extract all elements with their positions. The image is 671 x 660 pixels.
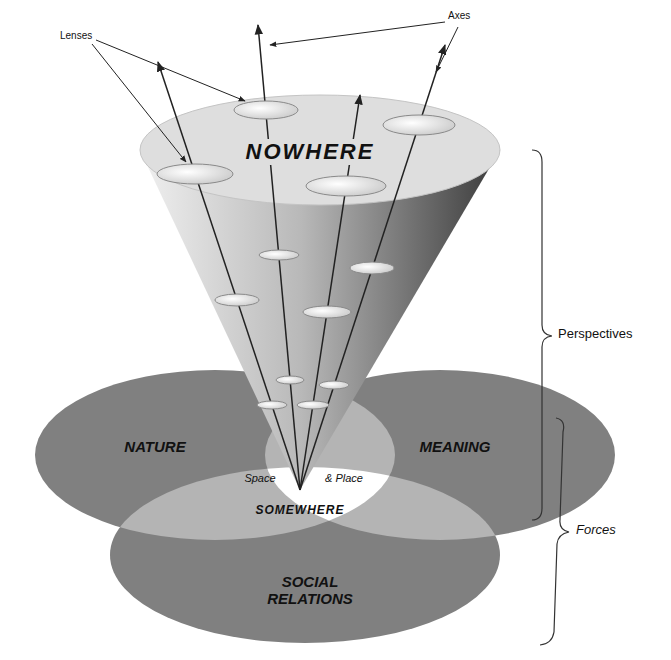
leader-line — [96, 40, 245, 101]
lens — [157, 164, 233, 184]
leader-line — [270, 22, 445, 45]
lens — [257, 401, 287, 409]
axis-line — [158, 62, 300, 490]
force-ellipse: NATURE — [80, 425, 230, 470]
leader-line — [436, 27, 458, 72]
annotation-label: Perspectives — [558, 327, 632, 342]
node-text: NATURE — [124, 438, 185, 455]
axis-line — [258, 25, 300, 490]
overlap-region — [110, 467, 500, 643]
lens — [297, 401, 329, 409]
lens — [276, 376, 304, 384]
center-region: Space & PlaceSOMEWHERE — [225, 465, 375, 525]
lens — [234, 101, 298, 119]
cone-top — [140, 95, 500, 205]
social-ellipse — [110, 467, 500, 643]
annotation-label: Axes — [448, 10, 470, 22]
center-region — [110, 467, 500, 643]
node-text: MEANING — [420, 438, 491, 455]
lens — [319, 381, 349, 389]
lens — [259, 250, 299, 260]
node-text: SOMEWHERE — [255, 504, 344, 518]
bracket — [532, 150, 552, 520]
force-ellipse: SOCIAL RELATIONS — [230, 560, 390, 620]
lens — [215, 294, 259, 306]
cone-top-area: NOWHERE — [200, 125, 420, 180]
bracket — [540, 418, 569, 645]
node-text: SOCIAL RELATIONS — [255, 573, 365, 608]
lens — [350, 262, 394, 274]
axis-line — [300, 45, 445, 490]
force-ellipse: MEANING — [380, 425, 530, 470]
lens — [383, 115, 455, 135]
node-text: NOWHERE — [243, 139, 378, 164]
node-text: Space — [244, 472, 275, 485]
node-text: & Place — [325, 472, 363, 485]
leader-line — [92, 44, 186, 162]
annotation-label: Forces — [576, 523, 616, 538]
lens — [306, 176, 386, 196]
lens — [303, 306, 351, 318]
annotation-label: Lenses — [60, 30, 92, 42]
overlap-region — [110, 467, 500, 643]
